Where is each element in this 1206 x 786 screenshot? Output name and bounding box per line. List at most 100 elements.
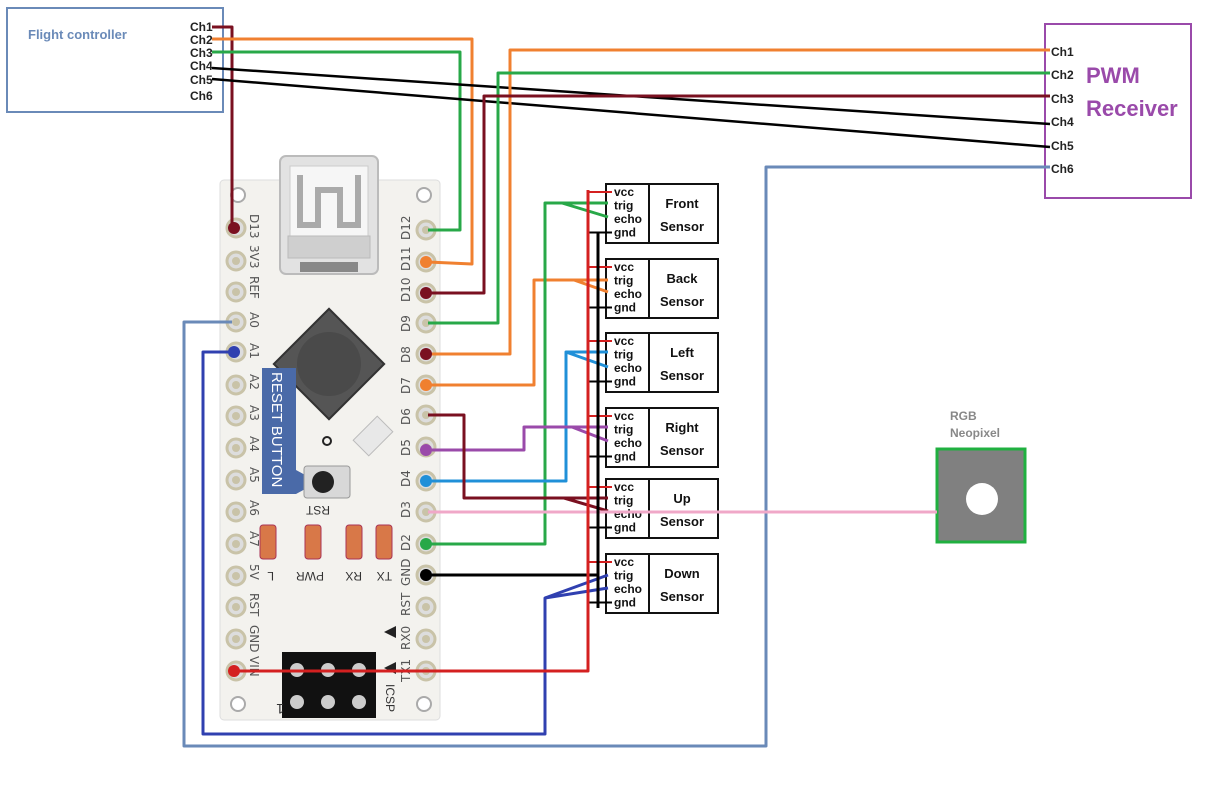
mount-hole xyxy=(416,696,432,712)
sensor-pin-trig: trig xyxy=(614,423,633,437)
pin-label-rst-right: RST xyxy=(399,592,413,616)
pin-hole xyxy=(232,635,240,643)
pin-label-d8: D8 xyxy=(399,346,413,363)
pin-label-d2: D2 xyxy=(399,534,413,551)
fc-ch3-label: Ch3 xyxy=(190,46,213,60)
pin-hole xyxy=(232,508,240,516)
sensor-pin-trig: trig xyxy=(614,348,633,362)
arduino-nano-board: RESET BUTTON RST L PWR RX TX ICSP 1 xyxy=(219,155,441,721)
arrow-icon xyxy=(384,626,396,638)
connection-dot xyxy=(228,222,240,234)
sensor-pin-echo: echo xyxy=(614,287,642,301)
sensor-pin-vcc: vcc xyxy=(614,480,634,494)
reset-button-callout: RESET BUTTON xyxy=(262,368,318,494)
sensor-name-line2: Sensor xyxy=(660,589,704,604)
neopixel-led xyxy=(966,483,998,515)
pin-label-a1: A1 xyxy=(247,343,261,359)
icsp-label: ICSP xyxy=(383,684,397,712)
pin-label-a2: A2 xyxy=(247,374,261,390)
sensor-pin-echo: echo xyxy=(614,361,642,375)
sensor-pin-gnd: gnd xyxy=(614,375,636,389)
connection-dot xyxy=(420,569,432,581)
connection-dot xyxy=(228,665,240,677)
sensor-pin-echo: echo xyxy=(614,212,642,226)
pin-hole xyxy=(232,257,240,265)
rx-ch2-label: Ch2 xyxy=(1051,68,1074,82)
neopixel-title-line1: RGB xyxy=(950,409,977,423)
rx-ch1-label: Ch1 xyxy=(1051,45,1074,59)
pin-label-gnd: GND xyxy=(247,625,261,653)
connection-dot xyxy=(420,444,432,456)
led-label-rx: RX xyxy=(345,569,362,583)
sensor-name: Front xyxy=(665,196,699,211)
sensor-name-line2: Sensor xyxy=(660,294,704,309)
atmega-chip xyxy=(272,307,386,421)
connection-dot xyxy=(420,256,432,268)
left-pin-header xyxy=(225,217,247,682)
flight-controller-title: Flight controller xyxy=(28,27,127,42)
receiver-title-line2: Receiver xyxy=(1086,96,1178,121)
rgb-neopixel: RGB Neopixel xyxy=(935,409,1027,544)
connection-dot xyxy=(420,287,432,299)
right-pin-labels: D12 D11 D10 D9 D8 D7 D6 D5 D4 D3 D2 GND … xyxy=(399,215,413,683)
wire-d7-back xyxy=(428,278,609,387)
sensor-name: Up xyxy=(673,491,690,506)
crystal xyxy=(352,415,394,457)
pin-hole xyxy=(232,444,240,452)
pin-label-a7: A7 xyxy=(247,531,261,547)
pin-hole xyxy=(232,603,240,611)
rx-ch5-label: Ch5 xyxy=(1051,139,1074,153)
wires xyxy=(182,25,1051,748)
pwm-receiver: PWM Receiver Ch1 Ch2 Ch3 Ch4 Ch5 Ch6 xyxy=(1044,23,1192,199)
sensor-pin-vcc: vcc xyxy=(614,409,634,423)
rst-label: RST xyxy=(305,503,330,517)
pin-hole xyxy=(422,319,430,327)
icsp-pin1-label: 1 xyxy=(276,701,284,717)
pin-label-d9: D9 xyxy=(399,315,413,332)
sensor-pin-trig: trig xyxy=(614,569,633,583)
wire-fc-ch2-d11 xyxy=(212,37,474,266)
reset-switch[interactable] xyxy=(303,465,351,499)
pin-hole xyxy=(232,288,240,296)
led-label-tx: TX xyxy=(377,569,392,583)
pin-hole xyxy=(422,635,430,643)
pin-hole xyxy=(232,540,240,548)
wire-rx-ch6-a0 xyxy=(182,165,1050,748)
connection-dot xyxy=(420,379,432,391)
pin-hole xyxy=(232,572,240,580)
flight-controller-box xyxy=(6,7,224,113)
usb-connector xyxy=(279,155,379,275)
mount-hole xyxy=(230,696,246,712)
rx-ch3-label: Ch3 xyxy=(1051,92,1074,106)
wire-rx-ch1-d8 xyxy=(428,48,1050,356)
pin-hole xyxy=(422,603,430,611)
sensor-pin-gnd: gnd xyxy=(614,596,636,610)
pin-label-a6: A6 xyxy=(247,500,261,516)
sensor-box xyxy=(605,478,719,539)
pin-label-a0: A0 xyxy=(247,312,261,328)
sensor-pin-gnd: gnd xyxy=(614,301,636,315)
pad-dots xyxy=(228,222,432,677)
fc-ch4-label: Ch4 xyxy=(190,59,213,73)
pin-label-d13: D13 xyxy=(247,214,261,239)
wire-rx-ch3-d10 xyxy=(428,94,1050,295)
pin-hole xyxy=(422,508,430,516)
wire-a1-down xyxy=(201,350,609,736)
sensor-group: FrontSensorvcctrigechogndBackSensorvcctr… xyxy=(588,183,719,614)
pin-label-d7: D7 xyxy=(399,377,413,394)
led-label-l: L xyxy=(267,569,274,583)
sensor-pin-gnd: gnd xyxy=(614,450,636,464)
sensor-box xyxy=(605,407,719,468)
status-leds: L PWR RX TX xyxy=(259,524,393,583)
pin-label-a3: A3 xyxy=(247,405,261,421)
pin-label-d10: D10 xyxy=(399,277,413,302)
wire-d5-right xyxy=(428,425,609,452)
sensor-pin-echo: echo xyxy=(614,582,642,596)
pin-label-rx0: RX0 xyxy=(399,626,413,650)
sensor-pin-vcc: vcc xyxy=(614,334,634,348)
rx-ch6-label: Ch6 xyxy=(1051,162,1074,176)
